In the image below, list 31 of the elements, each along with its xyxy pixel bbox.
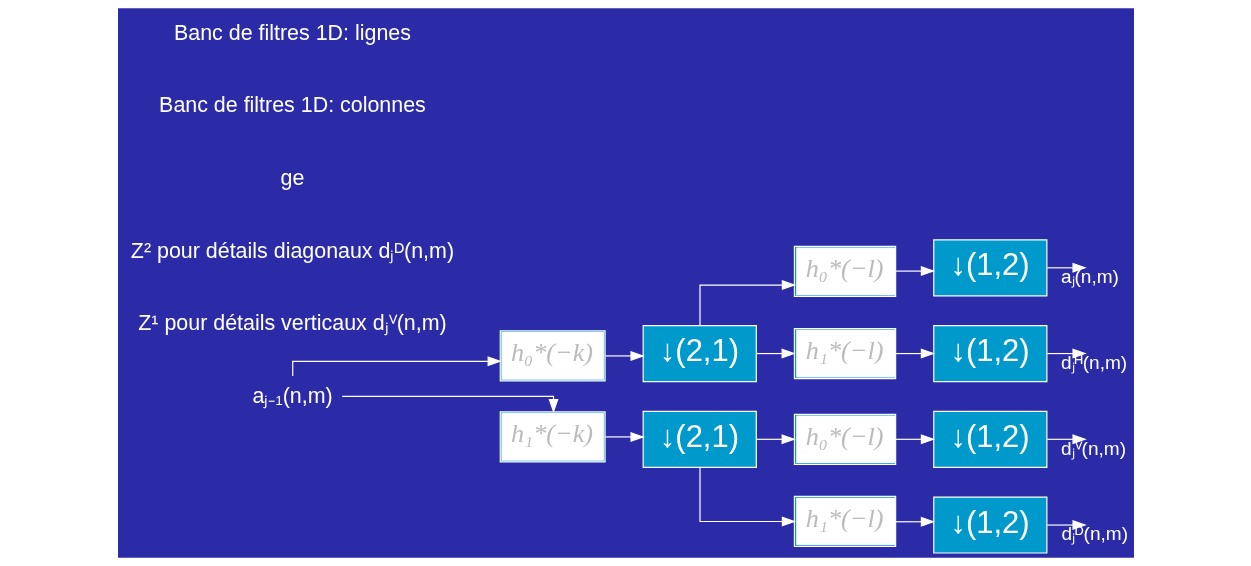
arrow bbox=[341, 395, 559, 414]
arrow bbox=[604, 350, 645, 361]
arrow bbox=[698, 280, 796, 326]
node-box: ↓(2,1) bbox=[642, 410, 757, 468]
node-box: ↓(1,2) bbox=[932, 496, 1047, 554]
node-text: aⱼ₋₁(n,m) bbox=[252, 383, 333, 408]
arrow bbox=[1046, 262, 1087, 273]
arrow bbox=[1046, 348, 1087, 359]
edge-label: dⱼᴴ(n,m) bbox=[1060, 351, 1127, 373]
arrow bbox=[894, 516, 935, 527]
node-box: ↓(1,2) bbox=[932, 239, 1047, 297]
arrow bbox=[755, 348, 796, 359]
label: ge bbox=[280, 165, 304, 190]
edge-label: aⱼ(n,m) bbox=[1060, 266, 1119, 288]
label: Z¹ pour détails verticaux dⱼⱽ(n,m) bbox=[137, 311, 447, 336]
edge-label: dⱼⱽ(n,m) bbox=[1060, 437, 1126, 459]
label: Banc de filtres 1D: lignes bbox=[173, 20, 411, 45]
arrow bbox=[894, 348, 935, 359]
label: Z² pour détails diagonaux dⱼᴰ(n,m) bbox=[130, 238, 454, 263]
node-box: ↓(1,2) bbox=[932, 410, 1047, 468]
edge-label: dⱼᴰ(n,m) bbox=[1060, 523, 1128, 545]
arrow bbox=[1046, 520, 1087, 531]
arrow bbox=[698, 467, 796, 527]
label: Banc de filtres 1D: colonnes bbox=[158, 93, 426, 118]
node-box: ↓(1,2) bbox=[932, 324, 1047, 383]
arrow bbox=[894, 434, 935, 445]
node-box: ↓(2,1) bbox=[642, 324, 757, 383]
arrow bbox=[604, 431, 645, 442]
arrow bbox=[755, 434, 796, 445]
arrow bbox=[894, 266, 935, 277]
arrow bbox=[1046, 434, 1087, 445]
